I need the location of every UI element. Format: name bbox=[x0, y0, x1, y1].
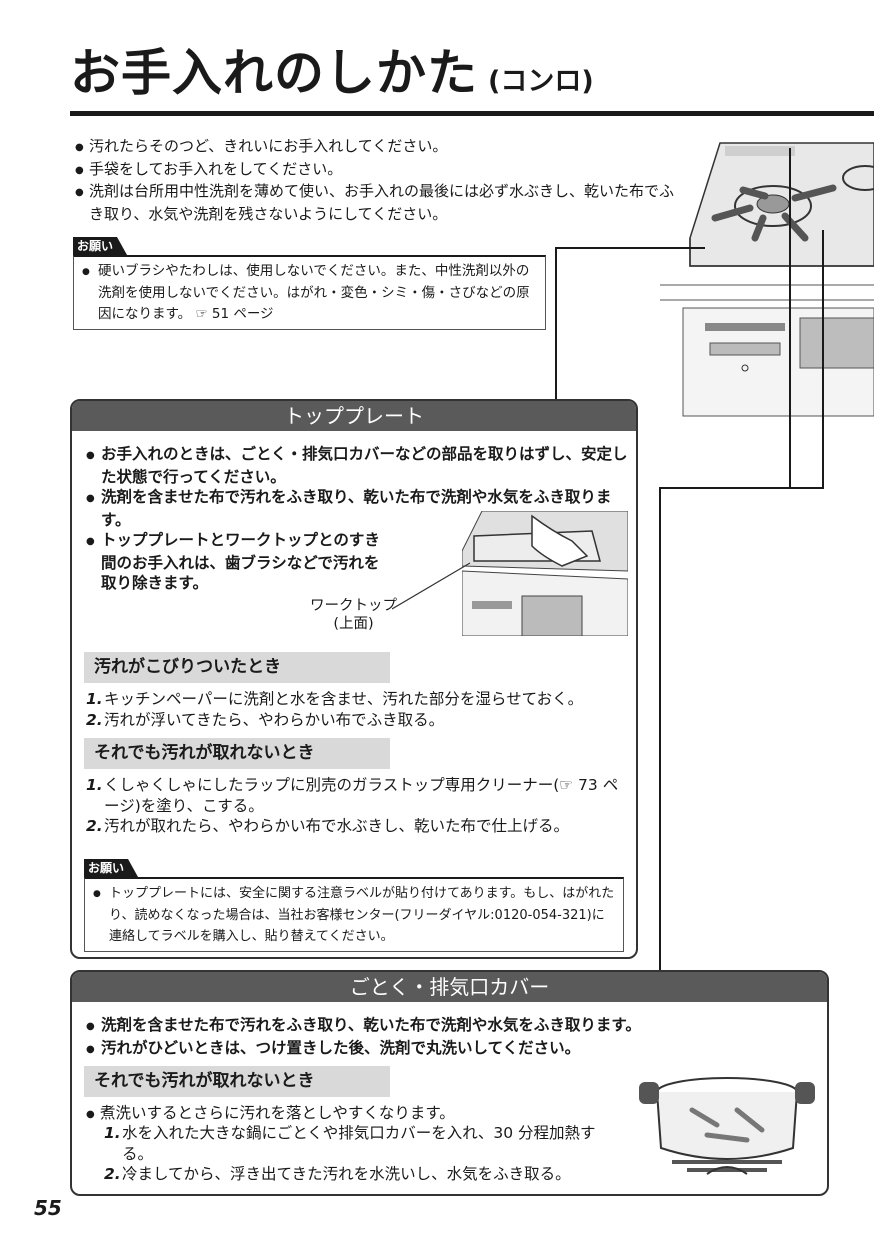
hand-icon bbox=[531, 514, 589, 567]
bullet: 洗剤を含ませた布で汚れをふき取り、乾いた布で洗剤や水気をふき取ります。 bbox=[86, 1015, 816, 1038]
subheading: それでも汚れが取れないとき bbox=[84, 1066, 390, 1097]
worktop-pointer bbox=[392, 562, 471, 610]
gotoku-bullets: 洗剤を含ませた布で汚れをふき取り、乾いた布で洗剤や水気をふき取ります。 汚れがひ… bbox=[86, 1015, 816, 1060]
title-main: お手入れのしかた bbox=[70, 44, 478, 102]
step-number: 2. bbox=[104, 1165, 121, 1183]
notice-1: お願い 硬いブラシやたわしは、使用しないでください。また、中性洗剤以外の洗剤を使… bbox=[73, 235, 546, 330]
leader-line bbox=[659, 487, 661, 971]
bullet: お手入れのときは、ごとく・排気口カバーなどの部品を取りはずし、安定した状態で行っ… bbox=[86, 444, 628, 487]
leader-line bbox=[822, 230, 824, 488]
gotoku-panel: ごとく・排気口カバー 洗剤を含ませた布で汚れをふき取り、乾いた布で洗剤や水気をふ… bbox=[70, 970, 829, 1196]
leader-line bbox=[555, 247, 557, 399]
steps-list: 1.くしゃくしゃにしたラップに別売のガラストップ専用クリーナー(☞ 73 ページ… bbox=[86, 775, 631, 837]
intro-bullet: 手袋をしてお手入れをしてください。 bbox=[75, 159, 675, 182]
intro-bullet: 汚れたらそのつど、きれいにお手入れしてください。 bbox=[75, 136, 675, 159]
notice-text: 硬いブラシやたわしは、使用しないでください。また、中性洗剤以外の洗剤を使用しない… bbox=[98, 263, 530, 322]
stove-illustration bbox=[660, 142, 874, 417]
leader-line bbox=[659, 487, 824, 489]
page-title: お手入れのしかた (コンロ) bbox=[70, 38, 594, 117]
notice-box: 硬いブラシやたわしは、使用しないでください。また、中性洗剤以外の洗剤を使用しない… bbox=[73, 255, 546, 330]
bullet: 洗剤を含ませた布で汚れをふき取り、乾いた布で洗剤や水気をふき取ります。 bbox=[86, 487, 628, 530]
step-text: 汚れが取れたら、やわらかい布で水ぶきし、乾いた布で仕上げる。 bbox=[104, 817, 570, 835]
steps-list: 1.キッチンペーパーに洗剤と水を含ませ、汚れた部分を湿らせておく。 2.汚れが浮… bbox=[86, 689, 631, 730]
title-rule bbox=[70, 111, 874, 116]
intro-bullets: 汚れたらそのつど、きれいにお手入れしてください。 手袋をしてお手入れをしてくださ… bbox=[75, 136, 675, 224]
step-text: 汚れが浮いてきたら、やわらかい布でふき取る。 bbox=[104, 710, 445, 729]
leader-line bbox=[555, 247, 705, 249]
step-number: 1. bbox=[86, 776, 103, 794]
notice-tag: お願い bbox=[84, 859, 138, 877]
subheading: 汚れがこびりついたとき bbox=[84, 652, 390, 683]
intro-bullet: 洗剤は台所用中性洗剤を薄めて使い、お手入れの最後には必ず水ぶきし、乾いた布でふき… bbox=[75, 181, 675, 224]
bullet: トッププレートとワークトップとのすき間のお手入れは、歯ブラシなどで汚れを取り除き… bbox=[86, 530, 381, 594]
bullet: 汚れがひどいときは、つけ置きした後、洗剤で丸洗いしてください。 bbox=[86, 1038, 816, 1061]
worktop-illustration bbox=[462, 511, 628, 636]
subheading: それでも汚れが取れないとき bbox=[84, 738, 390, 769]
worktop-label: ワークトップ (上面) bbox=[310, 597, 397, 633]
boiling-pot-icon bbox=[639, 1077, 815, 1175]
section-heading: トッププレート bbox=[72, 401, 636, 431]
bullet: 煮洗いするとさらに汚れを落としやすくなります。 bbox=[86, 1103, 626, 1126]
notice-2: お願い トッププレートには、安全に関する注意ラベルが貼り付けてあります。もし、は… bbox=[84, 857, 624, 952]
step-number: 1. bbox=[104, 1124, 121, 1142]
step-number: 1. bbox=[86, 690, 103, 708]
step-text: 水を入れた大きな鍋にごとくや排気口カバーを入れ、30 分程加熱する。 bbox=[122, 1124, 596, 1163]
step-number: 2. bbox=[86, 710, 103, 729]
notice-tag: お願い bbox=[73, 237, 127, 255]
top-plate-panel: トッププレート お手入れのときは、ごとく・排気口カバーなどの部品を取りはずし、安… bbox=[70, 399, 638, 959]
title-sub: (コンロ) bbox=[488, 66, 594, 97]
step-text: キッチンペーパーに洗剤と水を含ませ、汚れた部分を湿らせておく。 bbox=[104, 690, 584, 708]
section-heading: ごとく・排気口カバー bbox=[72, 972, 827, 1002]
gotoku-boil-bullet: 煮洗いするとさらに汚れを落としやすくなります。 bbox=[86, 1103, 626, 1126]
leader-line bbox=[789, 148, 791, 487]
notice-text: トッププレートには、安全に関する注意ラベルが貼り付けてあります。もし、はがれたり… bbox=[93, 883, 615, 947]
steps-list: 1.水を入れた大きな鍋にごとくや排気口カバーを入れ、30 分程加熱する。 2.冷… bbox=[104, 1123, 624, 1185]
notice-box: トッププレートには、安全に関する注意ラベルが貼り付けてあります。もし、はがれたり… bbox=[84, 877, 624, 952]
burner-icon bbox=[711, 184, 837, 242]
page-ref: 51 ページ bbox=[211, 306, 274, 322]
ref-icon: ☞ bbox=[195, 306, 208, 322]
step-number: 2. bbox=[86, 817, 103, 835]
top-plate-bullets: お手入れのときは、ごとく・排気口カバーなどの部品を取りはずし、安定した状態で行っ… bbox=[86, 444, 628, 594]
step-text: くしゃくしゃにしたラップに別売のガラストップ専用クリーナー(☞ 73 ページ)を… bbox=[104, 776, 619, 815]
worktop-sublabel: (上面) bbox=[333, 616, 374, 632]
page-number: 55 bbox=[34, 1196, 62, 1220]
step-text: 冷ましてから、浮き出てきた汚れを水洗いし、水気をふき取る。 bbox=[122, 1165, 571, 1183]
worktop-label-text: ワークトップ bbox=[310, 598, 397, 614]
